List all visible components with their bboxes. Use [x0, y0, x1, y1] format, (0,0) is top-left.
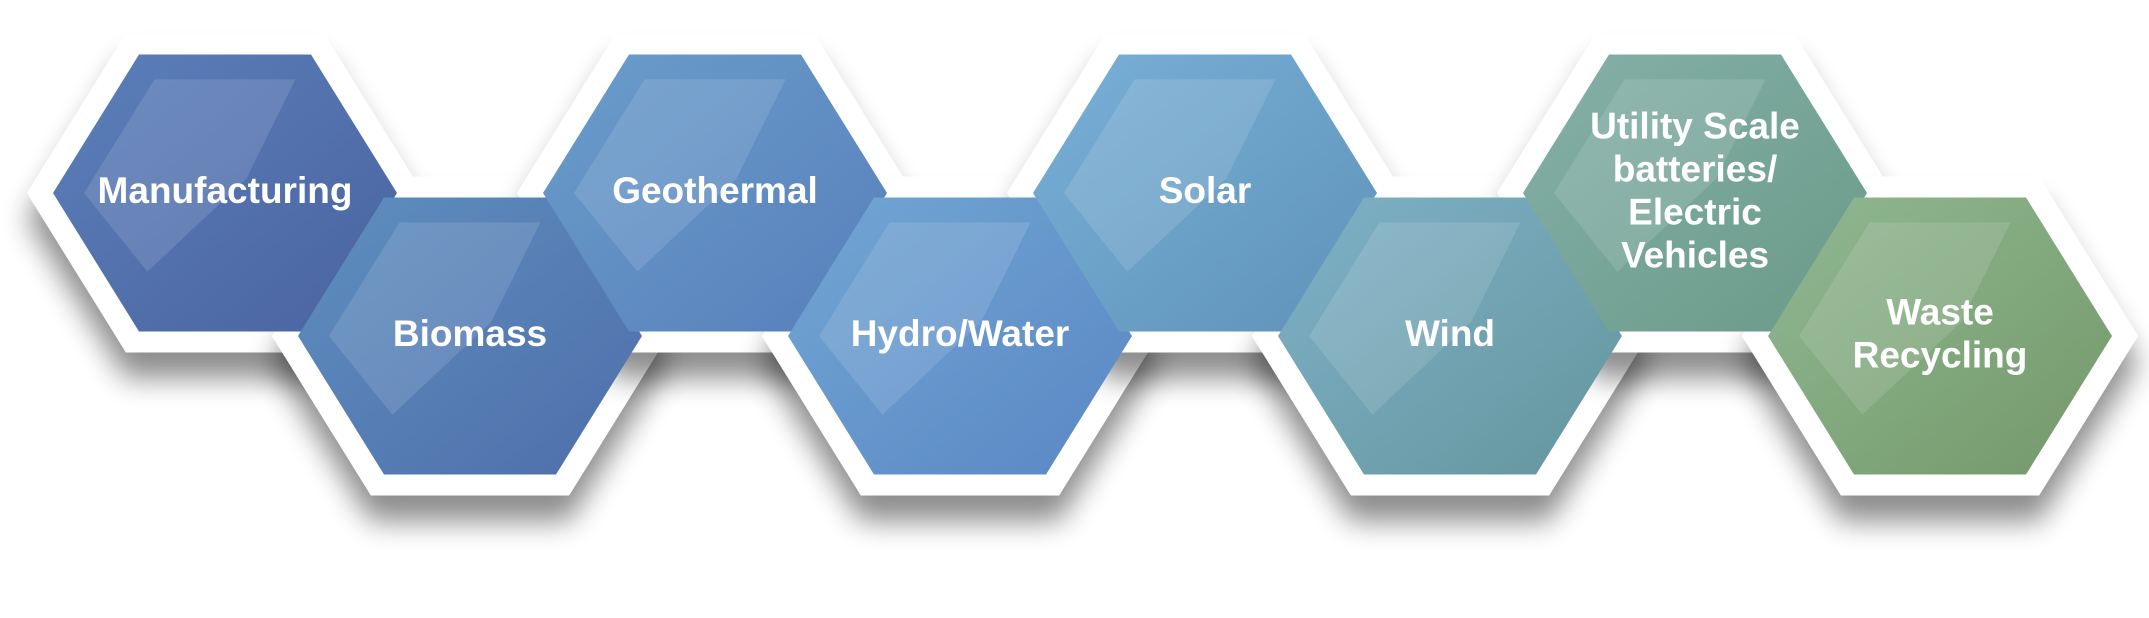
hexagon-label-manufacturing: Manufacturing [98, 170, 353, 211]
hexagon-layer [53, 54, 2112, 475]
hexagon-highlight-solar [1064, 79, 1276, 272]
hexagon-geothermal [543, 54, 887, 332]
hexagon-label-biomass: Biomass [393, 313, 547, 354]
hexagon-label-wind: Wind [1405, 313, 1495, 354]
hexagon-label-line: Wind [1405, 313, 1495, 354]
hexagon-highlight-utility-scale [1554, 79, 1766, 272]
hexagon-utility-scale [1523, 54, 1867, 332]
hexagon-label-line: Utility Scale [1590, 105, 1800, 146]
hexagon-label-line: Biomass [393, 313, 547, 354]
hexagon-highlight-wind [1309, 222, 1521, 415]
hexagon-label-line: Geothermal [612, 170, 818, 211]
hexagon-label-line: Solar [1159, 170, 1252, 211]
hexagon-waste-recycling [1768, 197, 2112, 475]
hexagon-highlight-biomass [329, 222, 541, 415]
hexagon-manufacturing [53, 54, 397, 332]
hexagon-label-line: Electric [1628, 191, 1762, 232]
hexagon-label-line: Recycling [1853, 334, 2028, 375]
hexagon-label-line: Hydro/Water [851, 313, 1070, 354]
hexagon-highlight-hydro-water [819, 222, 1031, 415]
hexagon-hydro-water [788, 197, 1132, 475]
hexagon-biomass [298, 197, 642, 475]
hexagon-label-line: Waste [1886, 291, 1994, 332]
hexagon-label-hydro-water: Hydro/Water [851, 313, 1070, 354]
hexagon-solar [1033, 54, 1377, 332]
hexagon-highlight-manufacturing [84, 79, 296, 272]
hexagon-label-line: batteries/ [1613, 148, 1778, 189]
hexagon-label-geothermal: Geothermal [612, 170, 818, 211]
hexagon-wind [1278, 197, 1622, 475]
hexagon-label-solar: Solar [1159, 170, 1252, 211]
hexagon-highlight-geothermal [574, 79, 786, 272]
hexagon-label-line: Vehicles [1621, 234, 1769, 275]
hexagon-highlight-waste-recycling [1799, 222, 2011, 415]
hexagon-label-line: Manufacturing [98, 170, 353, 211]
